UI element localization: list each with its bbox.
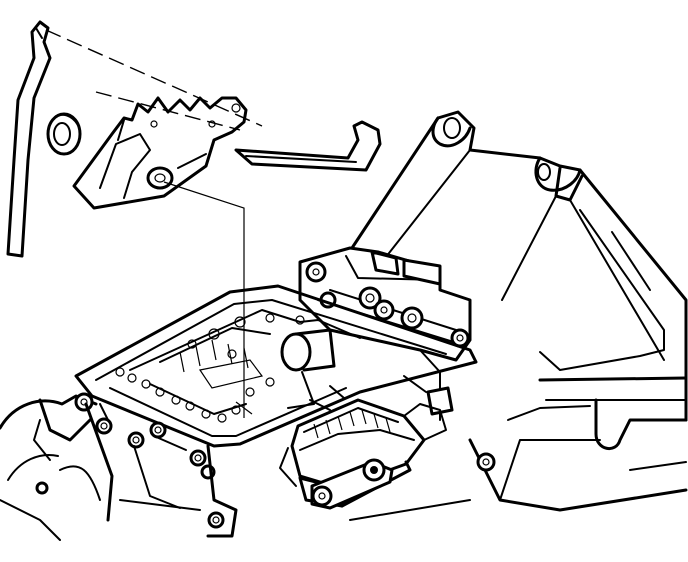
detent-lever bbox=[72, 96, 248, 210]
washer bbox=[46, 112, 82, 156]
range-switch bbox=[279, 385, 447, 510]
leader-lines bbox=[45, 29, 263, 418]
transmission-case bbox=[349, 110, 688, 521]
bolt-row bbox=[305, 261, 470, 348]
rail-bolts bbox=[115, 313, 305, 423]
link-rod bbox=[234, 120, 382, 172]
valve-body bbox=[298, 246, 472, 421]
bell-housing bbox=[0, 392, 238, 541]
case-rail bbox=[74, 284, 478, 448]
shift-rod bbox=[6, 20, 52, 258]
